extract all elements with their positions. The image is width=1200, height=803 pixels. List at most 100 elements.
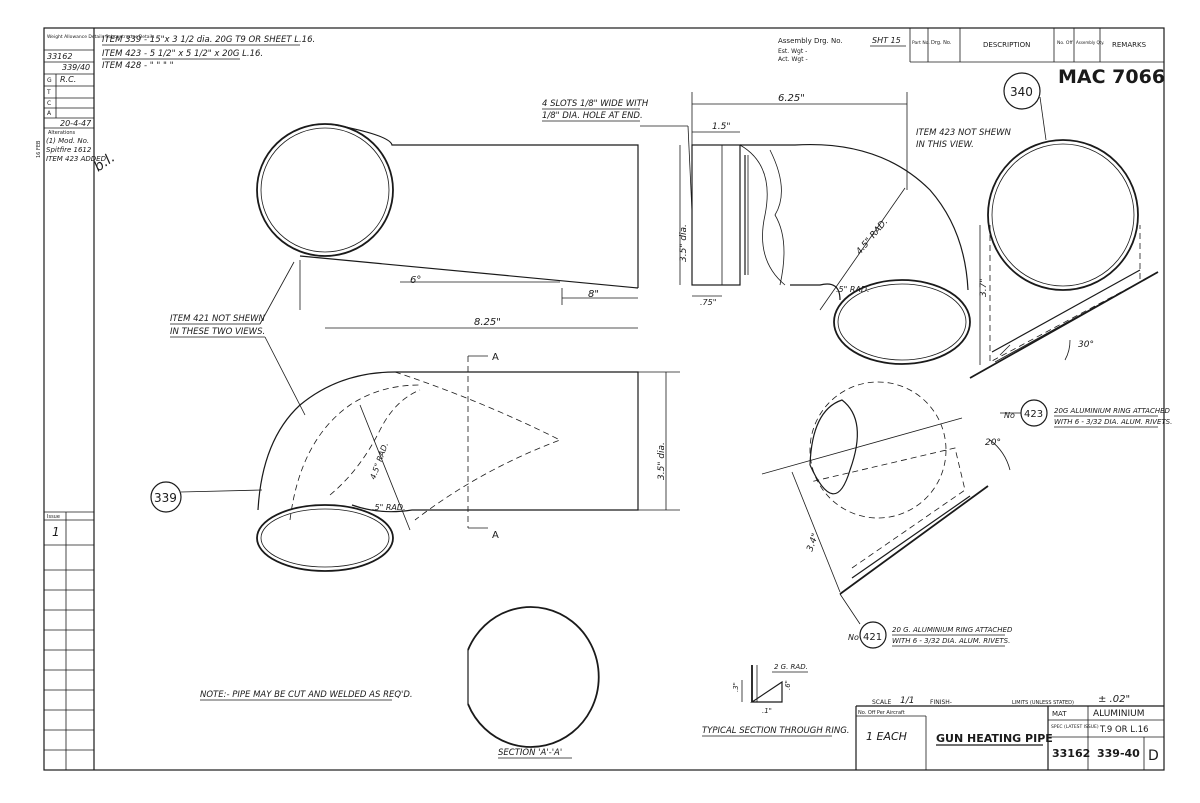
ring-dim-3: .3" — [732, 682, 740, 692]
act-weight: Act. Wgt - — [778, 56, 808, 63]
dim-20-deg: 20° — [985, 438, 1001, 448]
section-aa-view: SECTION 'A'-'A' — [467, 606, 600, 759]
mat-label: MAT — [1052, 710, 1067, 718]
revision-signature: b.l. — [91, 150, 118, 176]
issue-label: Issue — [47, 514, 60, 520]
elbow-top-view: 4.5" RAD. .5" RAD. 6.25" 1.5" .75" 3.5" … — [542, 92, 1012, 365]
no-off-header: No. Off — [1057, 40, 1073, 46]
scale-value: 1/1 — [900, 696, 914, 706]
note-423-line-1: ITEM 423 NOT SHEWN — [916, 128, 1012, 138]
spec-label: SPEC (LATEST ISSUE) — [1051, 724, 1099, 730]
dim-3-7: 3.7" — [979, 279, 989, 297]
spec-value: T.9 OR L.16 — [1099, 725, 1149, 735]
item-339-label: 339 — [154, 491, 177, 505]
title-block: SCALE 1/1 FINISH- LIMITS (UNLESS STATED)… — [855, 694, 1164, 770]
revision-drawing-no: 33162 — [47, 52, 72, 61]
issue-value: 1 — [52, 525, 60, 539]
dim-4-5-rad-bottom: 4.5" RAD. — [368, 441, 390, 480]
item-340-label: 340 — [1010, 85, 1033, 99]
item-421-no: No — [848, 633, 859, 642]
ring-dim-6: .6" — [784, 680, 792, 690]
pipe-side-view-top: 6° 8" — [256, 123, 639, 310]
assembly-qty-header: Assembly Qty. — [1076, 40, 1104, 45]
revision-number-issue: 339/40 — [62, 63, 90, 72]
drg-no-header: Drg. No. — [931, 40, 952, 46]
dim-3-5-dia-top: 3.5" dia. — [679, 224, 689, 262]
revision-letter-t: T — [46, 89, 51, 96]
revision-date-margin: 16 FEB — [36, 140, 42, 158]
limits-value: ± .02" — [1098, 694, 1130, 705]
part-no-header: Part No. — [912, 40, 930, 46]
note-slots-line-1: 4 SLOTS 1/8" WIDE WITH — [542, 99, 649, 109]
dim-5-rad-bottom: .5" RAD. — [372, 503, 406, 512]
revision-alteration-2: Spitfire 1612 — [46, 146, 92, 154]
per-aircraft-label: No. Off Per Aircraft — [858, 710, 905, 716]
dim-3-5-dia-bottom: 3.5" dia. — [657, 442, 667, 480]
note-ring-423-line-2: WITH 6 - 3/32 DIA. ALUM. RIVETS. — [1054, 418, 1172, 426]
dim-30-deg: 30° — [1078, 340, 1094, 350]
revision-alterations-label: Alterations — [48, 130, 76, 136]
note-cut-weld: NOTE:- PIPE MAY BE CUT AND WELDED AS REQ… — [200, 690, 413, 700]
part-title: GUN HEATING PIPE — [936, 732, 1053, 745]
item-339-view: 3.5" dia. 4.5" RAD. .5" RAD. A A 339 — [150, 352, 680, 572]
est-weight: Est. Wgt - — [778, 48, 807, 55]
item-428-spec: ITEM 428 - " " " " — [102, 61, 174, 71]
note-ring-421-line-2: WITH 6 - 3/32 DIA. ALUM. RIVETS. — [892, 637, 1010, 645]
per-aircraft-value: 1 EACH — [866, 730, 907, 743]
sheet-ref: SHT 15 — [872, 36, 901, 45]
revision-block: Weight Allowance Details Subcontractor D… — [36, 34, 155, 770]
ring-dim-1: .1" — [762, 707, 772, 715]
section-a-bottom: A — [492, 530, 499, 541]
item-340-view: 3.7" 30° 340 — [969, 72, 1159, 379]
assembly-drg-label: Assembly Drg. No. — [778, 37, 843, 45]
revision-letter-g: G — [47, 77, 52, 84]
item-339-spec: ITEM 339 - 15"x 3 1/2 dia. 20G T9 OR SHE… — [102, 35, 315, 45]
sheet-border — [43, 27, 1165, 771]
item-421-view: 3.4" 20° No 423 20G ALUMINIUM RING ATTAC… — [761, 381, 1172, 649]
note-ring-421-line-1: 20 G. ALUMINIUM RING ATTACHED — [892, 626, 1013, 634]
dim-1-5: 1.5" — [712, 122, 730, 132]
dim-8-25: 8.25" — [474, 317, 501, 328]
revision-alteration-3: ITEM 423 ADDED — [46, 155, 107, 163]
finish-label: FINISH- — [930, 699, 952, 706]
header-right: Assembly Drg. No. SHT 15 Est. Wgt - Act.… — [778, 28, 1164, 63]
revision-initials: R.C. — [60, 75, 76, 84]
section-aa-label: SECTION 'A'-'A' — [498, 748, 562, 758]
sheet-letter: D — [1148, 748, 1159, 764]
item-423-no: No — [1004, 411, 1015, 420]
drawing-number: 33162 — [1052, 747, 1090, 760]
dim-4-5-rad-top: 4.5" RAD. — [855, 217, 891, 257]
item-423-spec: ITEM 423 - 5 1/2" x 5 1/2" x 20G L.16. — [102, 49, 263, 59]
note-421-line-1: ITEM 421 NOT SHEWN — [170, 314, 266, 324]
revision-alteration-1: (1) Mod. No. — [46, 137, 89, 145]
limits-label: LIMITS (UNLESS STATED) — [1012, 700, 1074, 706]
ring-2g-rad: 2 G. RAD. — [774, 663, 808, 671]
description-header: DESCRIPTION — [983, 41, 1030, 49]
note-slots-line-2: 1/8" DIA. HOLE AT END. — [542, 111, 643, 121]
note-item-421-not-shewn: ITEM 421 NOT SHEWN IN THESE TWO VIEWS. — [170, 261, 306, 416]
dim-0-75: .75" — [700, 298, 716, 307]
mat-value: ALUMINIUM — [1093, 709, 1144, 719]
dimension-8-25: 8.25" — [325, 317, 638, 329]
scale-label: SCALE — [872, 699, 891, 706]
revision-header: Weight Allowance Details Subcontractor D… — [47, 34, 155, 40]
typical-ring-section: .3" .1" .6" 2 G. RAD. TYPICAL SECTION TH… — [702, 663, 850, 737]
mac-number: MAC 7066 — [1058, 66, 1165, 88]
note-423-line-2: IN THIS VIEW. — [916, 140, 974, 150]
sheet-number: 339-40 — [1097, 747, 1140, 760]
dim-6-deg: 6° — [410, 275, 421, 286]
remarks-header: REMARKS — [1112, 41, 1147, 49]
dim-6-25: 6.25" — [778, 93, 805, 104]
section-a-top: A — [492, 352, 499, 363]
revision-letter-a: A — [47, 110, 52, 117]
dim-8: 8" — [588, 289, 599, 300]
note-ring-423-line-1: 20G ALUMINIUM RING ATTACHED — [1054, 407, 1171, 415]
note-421-line-2: IN THESE TWO VIEWS. — [170, 327, 265, 337]
revision-date: 20-4-47 — [60, 119, 92, 128]
typical-section-label: TYPICAL SECTION THROUGH RING. — [702, 726, 850, 736]
item-423-label: 423 — [1024, 409, 1043, 420]
item-421-label: 421 — [863, 632, 882, 643]
dim-3-4: 3.4" — [805, 532, 821, 553]
revision-letter-c: C — [47, 100, 51, 107]
